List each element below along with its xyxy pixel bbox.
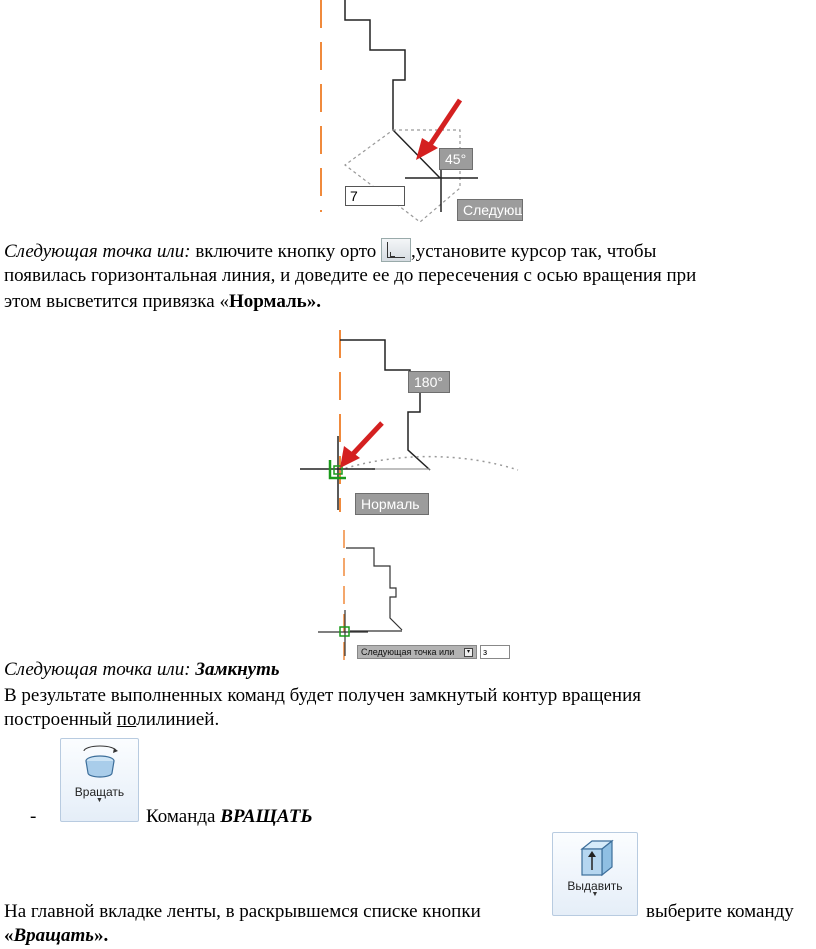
quote-close: ». <box>93 925 109 946</box>
button-label: Выдавить <box>567 879 623 893</box>
command-input[interactable]: з <box>480 645 510 659</box>
prompt-label: Следующая точка или <box>361 647 455 657</box>
text: лилинией. <box>136 709 220 730</box>
angle-tooltip-45: 45° <box>439 148 473 170</box>
profile-polyline <box>344 0 441 179</box>
paragraph-2-line-3: построенный полилинией. <box>4 708 219 731</box>
profile-polyline <box>346 547 403 631</box>
next-point-tooltip: Следующ <box>457 199 523 221</box>
revolve-icon <box>83 745 118 778</box>
chevron-down-icon: ▼ <box>96 797 103 804</box>
angle-tooltip-180: 180° <box>408 371 450 393</box>
text-underlined: по <box>116 709 137 730</box>
arc-dotted <box>339 455 519 471</box>
chevron-down-icon: ▼ <box>591 891 599 898</box>
extrude-ribbon-button[interactable]: Выдавить ▼ <box>552 832 638 916</box>
text: Команда <box>146 806 221 827</box>
text: этом высветится привязка « <box>4 291 229 312</box>
quote-open: « <box>4 925 14 946</box>
perpendicular-snap-tooltip: Нормаль <box>355 493 429 515</box>
paragraph-1-line-2: появилась горизонтальная линия, и доведи… <box>4 265 697 286</box>
length-input[interactable]: 7 <box>345 186 405 206</box>
red-arrow-2-shaft <box>350 421 384 457</box>
paragraph-2-line-2: В результате выполненных команд будет по… <box>4 685 641 706</box>
revolve-command-line: Команда ВРАЩАТЬ <box>146 805 313 828</box>
ghost-rectangle <box>343 129 461 223</box>
button-label: Вращать <box>74 785 125 799</box>
close-option: Замкнуть <box>195 659 280 680</box>
prompt-text: Следующая точка или: <box>4 241 191 262</box>
red-arrow-1-head <box>416 138 438 160</box>
extrude-icon <box>580 839 614 877</box>
text: включите кнопку орто <box>190 241 382 262</box>
prompt-text: Следующая точка или: <box>4 659 191 680</box>
paragraph-3-line-1-left: На главной вкладке ленты, в раскрывшемся… <box>4 901 481 922</box>
paragraph-1-line-1: Следующая точка или: включите кнопку орт… <box>4 238 656 263</box>
paragraph-3-line-1-right: выберите команду <box>646 901 794 922</box>
snap-name: Нормаль». <box>228 291 321 312</box>
ortho-button-icon[interactable] <box>381 238 412 262</box>
perpendicular-snap-marker <box>328 460 346 480</box>
options-arrow-icon[interactable]: ▾ <box>464 648 473 657</box>
endpoint-snap-marker <box>339 626 350 637</box>
bullet-dash: - <box>30 806 37 827</box>
snap-marker-small <box>333 465 343 475</box>
red-arrow-1-shaft <box>425 98 463 150</box>
command-name: Вращать <box>13 925 94 946</box>
paragraph-1-line-3: этом высветится привязка «Нормаль». <box>4 290 321 313</box>
command-name: ВРАЩАТЬ <box>220 806 313 827</box>
paragraph-2-line-1: Следующая точка или: Замкнуть <box>4 658 280 681</box>
command-prompt-tooltip: Следующая точка или ▾ <box>357 645 477 659</box>
paragraph-3-line-2: «Вращать». <box>4 924 108 947</box>
red-arrow-2-head <box>340 446 360 468</box>
revolve-ribbon-button[interactable]: Вращать ▼ <box>60 738 139 822</box>
text: ,установите курсор так, чтобы <box>411 241 657 262</box>
text: построенный <box>4 709 117 730</box>
